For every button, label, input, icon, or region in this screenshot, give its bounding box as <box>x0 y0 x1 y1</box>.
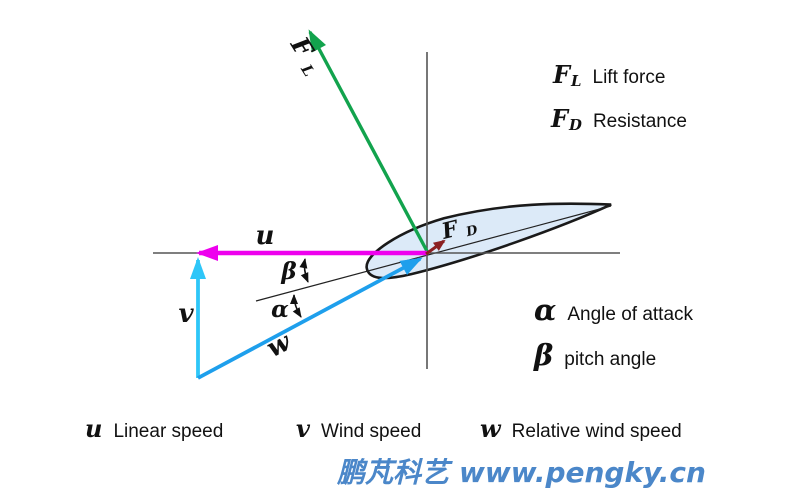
drag-force-vector <box>425 239 446 256</box>
watermark: 鹏芃科艺 www.pengky.cn <box>337 451 706 491</box>
drag-legend-text: Resistance <box>592 111 687 132</box>
drag-vector-label: F D <box>438 211 480 246</box>
v-legend-text: Wind speed <box>320 421 422 442</box>
legend-wind-speed: v Wind speed <box>296 417 421 443</box>
legend-lift-force: FL Lift force <box>553 63 665 89</box>
drag-symbol: FD <box>551 107 582 133</box>
u-vector-label: u <box>256 221 275 251</box>
watermark-brand: 鹏芃科艺 <box>337 456 450 489</box>
lift-symbol-main: F <box>553 60 571 89</box>
legend-linear-speed: u Linear speed <box>85 417 223 443</box>
legend-pitch-angle: β pitch angle <box>534 341 656 371</box>
lift-symbol-sub: L <box>571 71 582 90</box>
alpha-angle-arrow <box>290 294 302 318</box>
drag-symbol-sub: D <box>569 115 582 134</box>
alpha-angle-label: α <box>271 296 289 323</box>
lift-label-main: F <box>284 31 320 64</box>
w-legend-text: Relative wind speed <box>511 421 682 442</box>
legend-angle-of-attack: α Angle of attack <box>534 296 693 326</box>
beta-legend-text: pitch angle <box>564 349 657 370</box>
u-legend-text: Linear speed <box>113 421 224 442</box>
airfoil-group <box>365 202 612 280</box>
watermark-site: www.pengky.cn <box>459 456 706 489</box>
legend-resistance: FD Resistance <box>551 107 687 133</box>
drag-symbol-main: F <box>551 104 569 133</box>
w-symbol: w <box>480 414 501 443</box>
alpha-legend-text: Angle of attack <box>567 304 694 325</box>
beta-angle-arrow <box>299 258 309 283</box>
beta-angle-label: β <box>280 258 296 285</box>
legend-relative-wind-speed: w Relative wind speed <box>480 417 682 443</box>
v-vector-label: v <box>178 299 194 329</box>
drag-label-sub: D <box>464 223 480 241</box>
relative-wind-vector <box>197 257 423 380</box>
u-symbol: u <box>85 414 103 443</box>
beta-symbol: β <box>534 338 554 372</box>
airfoil-shape <box>365 202 612 280</box>
lift-symbol: FL <box>553 63 582 89</box>
lift-force-vector <box>308 29 430 254</box>
alpha-symbol: α <box>534 293 557 327</box>
lift-label-sub: L <box>297 60 318 79</box>
v-symbol: v <box>296 414 310 443</box>
w-vector-label: w <box>262 326 297 364</box>
lift-legend-text: Lift force <box>592 67 666 88</box>
